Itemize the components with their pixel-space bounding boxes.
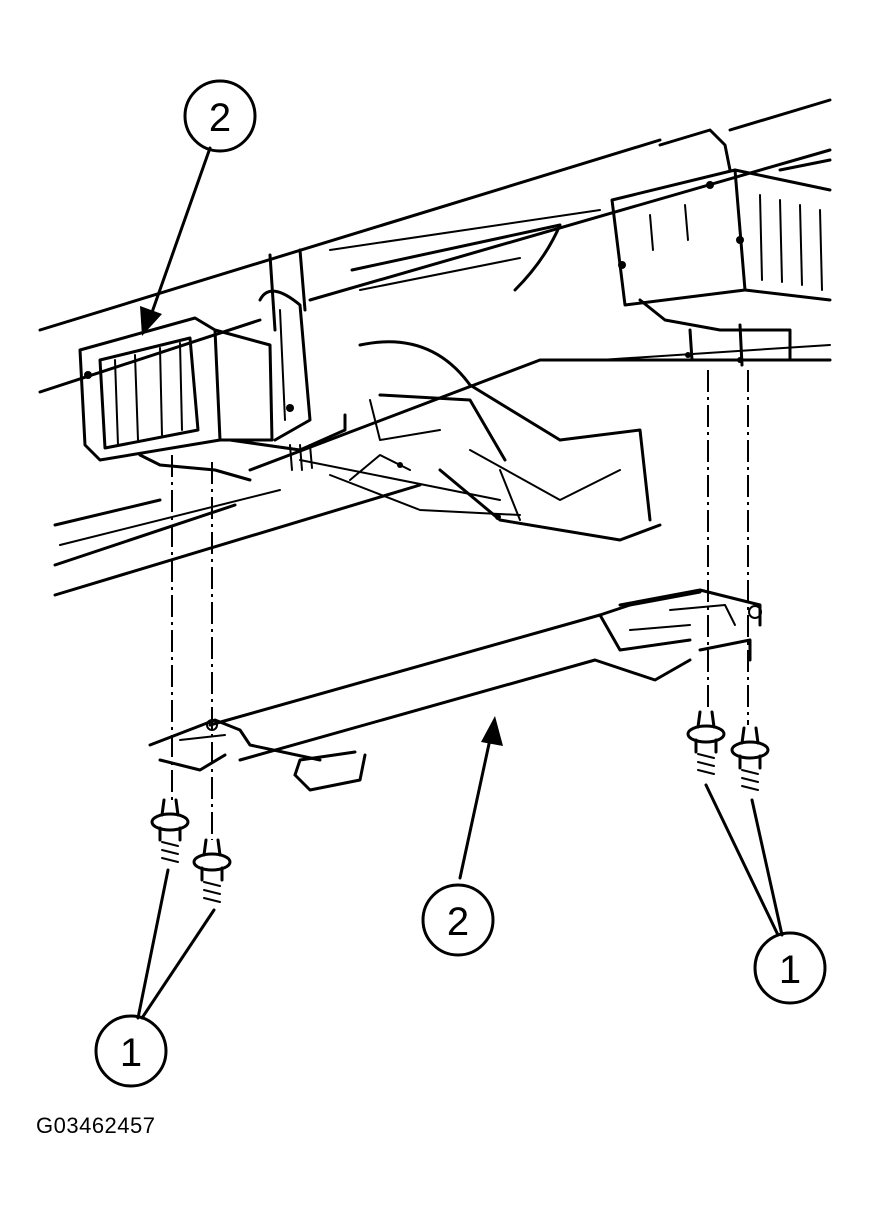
svg-text:1: 1 [779,948,801,992]
vehicle-frame [38,98,832,597]
arrow-icon [136,146,784,1020]
right-frame-rail-end [610,128,832,367]
alignment-lines [171,370,749,840]
svg-text:1: 1 [120,1031,142,1075]
bolt-icon [192,838,232,903]
callout-crossmember-upper: 2 [183,79,257,153]
bolt-icon [150,798,190,863]
svg-text:2: 2 [447,900,469,944]
callout-bolts-left: 1 [94,1014,168,1088]
bolt-icon [730,726,770,791]
callout-crossmember-lower: 2 [421,883,495,957]
svg-text:2: 2 [209,96,231,140]
callout-bolts-right: 1 [753,931,827,1005]
figure-id: G03462457 [36,1113,156,1138]
transmission-crossmember [148,588,762,792]
bolt-icon [686,710,726,775]
left-frame-rail-end [78,248,347,482]
